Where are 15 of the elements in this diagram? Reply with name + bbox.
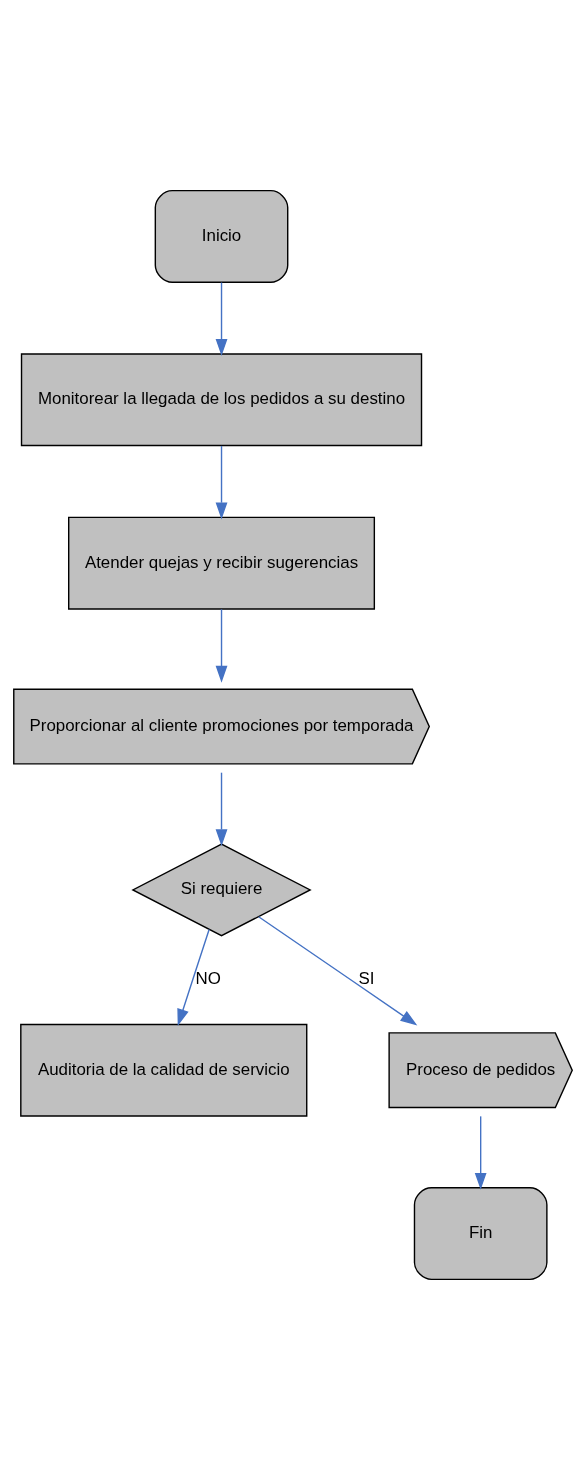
arrow [215, 772, 228, 847]
arrow [474, 1115, 487, 1190]
arrow [215, 608, 228, 683]
edge-label: NO [195, 969, 221, 989]
arrow [177, 928, 210, 1026]
node-box: Fin [413, 1187, 548, 1281]
arrow [257, 916, 418, 1026]
node-box: Monitorear la llegada de los pedidos a su destino [20, 353, 423, 447]
node-box: Inicio [154, 189, 289, 283]
node-box: Atender quejas y recibir sugerencias [68, 516, 376, 610]
node-box: Auditoria de la calidad de servicio [20, 1023, 308, 1117]
arrow [215, 281, 228, 357]
node-diamond: Si requiere [131, 843, 312, 937]
edge-label: SI [358, 969, 375, 989]
arrow [215, 445, 228, 520]
